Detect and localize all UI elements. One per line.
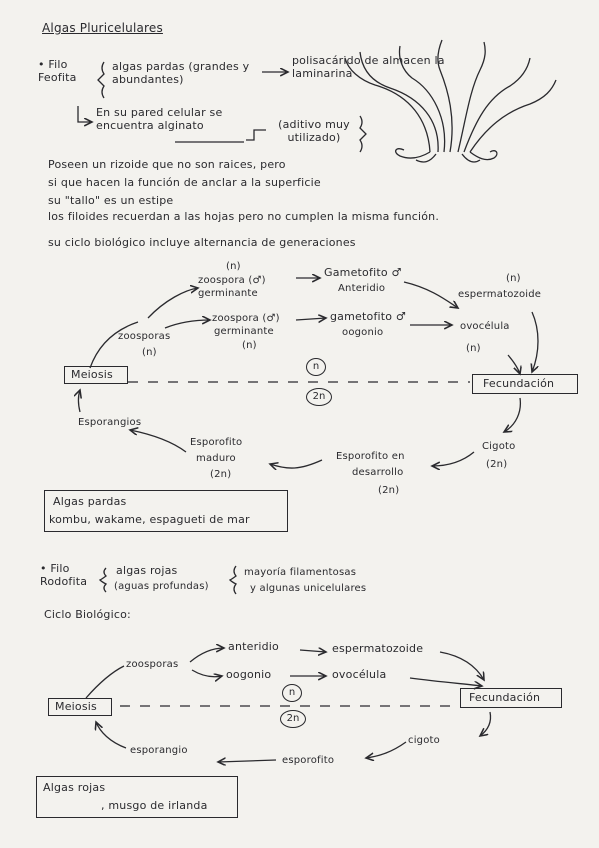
algas-rojas-text: algas rojas — [116, 564, 178, 577]
gametofito-f-line1: gametofito ♂ — [330, 310, 406, 323]
page-title: Algas Pluricelulares — [42, 21, 163, 35]
brace-aditivo-right — [359, 115, 367, 153]
meiosis-box: Meiosis — [64, 366, 128, 384]
estipe-text: su "tallo" es un estipe — [48, 194, 174, 207]
arrow-meiosis-zoosporas — [89, 321, 139, 369]
algas-pardas-box-title: Algas pardas — [53, 495, 127, 508]
brace-feofita — [97, 61, 105, 99]
arrow-meiosis-zoosporas-2 — [85, 665, 125, 699]
arrow-zoospora-gametofito-f — [295, 318, 326, 320]
zoospora-f-line1: zoospora (♂) — [212, 313, 280, 324]
algas-rojas-box-title: Algas rojas — [43, 781, 106, 794]
fecundacion-label: Fecundación — [483, 377, 555, 390]
ciclo-intro-text: su ciclo biológico incluye alternancia d… — [48, 236, 356, 249]
arrow-ovocelula-fecundacion — [507, 354, 520, 374]
cigoto-n: (2n) — [486, 459, 508, 470]
arrow-cigoto-esporofito — [432, 451, 475, 466]
arrow-fecundacion-cigoto — [504, 397, 522, 432]
cigoto-label: Cigoto — [482, 441, 516, 452]
ovocelula-label-2: ovocélula — [332, 668, 387, 681]
arrow-esporangio-meiosis — [96, 722, 127, 749]
arrow-esporofito-esporangio — [218, 760, 277, 762]
zoosporas-n: (n) — [142, 347, 157, 358]
arrow-zoosporas-oogonio — [191, 669, 222, 677]
esporofito-desarrollo-line1: Esporofito en — [336, 451, 405, 462]
fecundacion-box: Fecundación — [472, 374, 578, 394]
diploid-marker: 2n — [306, 388, 332, 406]
cigoto-label-2: cigoto — [408, 735, 440, 746]
zoosporas-label: zoosporas — [118, 331, 171, 342]
polisacarido-text: polisacárido de almacen la laminarina — [292, 54, 445, 80]
filamentosas-text: mayoría filamentosas — [244, 567, 357, 578]
unicelulares-text: y algunas unicelulares — [250, 583, 367, 594]
ovocelula-label: ovocélula — [460, 321, 510, 332]
zoosporas-label-2: zoosporas — [126, 659, 179, 670]
zoospora-m-line1: zoospora (♂) — [198, 275, 266, 286]
arrow-espermato-fecundacion-2 — [439, 651, 484, 680]
esporangio-label: esporangio — [130, 745, 188, 756]
ciclo-biologico-title: Ciclo Biológico: — [44, 608, 131, 621]
zoospora-m-line2: germinante — [198, 288, 258, 299]
espermatozoide-label-2: espermatozoide — [332, 642, 424, 655]
arrow-cigoto-esporofito-2 — [366, 741, 407, 758]
filoides-text: los filoides recuerdan a las hojas pero … — [48, 210, 440, 223]
anteridio-label: anteridio — [228, 640, 279, 653]
gametofito-m-line1: Gametofito ♂ — [324, 266, 402, 279]
esporofito-label-2: esporofito — [282, 755, 335, 766]
meiosis-label-2: Meiosis — [55, 700, 97, 713]
brace-morfologia — [228, 565, 238, 595]
espermatozoide-n: (n) — [506, 273, 521, 284]
esporofito-desarrollo-n: (2n) — [378, 485, 400, 496]
meiosis-box-2: Meiosis — [48, 698, 112, 716]
gametofito-f-line2: oogonio — [342, 327, 384, 338]
arrow-maduro-esporangios — [130, 430, 187, 453]
esporofito-maduro-n: (2n) — [210, 469, 232, 480]
meiosis-label: Meiosis — [71, 368, 113, 381]
zoospora-m-n: (n) — [226, 261, 241, 272]
zoospora-f-line2: germinante — [214, 326, 274, 337]
arrow-fecundacion-cigoto-2 — [480, 711, 492, 736]
arrow-esporangios-meiosis — [79, 390, 81, 413]
ovocelula-n: (n) — [466, 343, 481, 354]
bracket-alginato — [77, 106, 92, 122]
anclar-text: si que hacen la función de anclar a la s… — [48, 176, 321, 189]
filo-feofita-label: • Filo Feofita — [38, 58, 77, 84]
haploid-marker: n — [306, 358, 326, 376]
arrow-ovocelula-fecundacion-2 — [409, 677, 482, 686]
fecundacion-box-2: Fecundación — [460, 688, 562, 708]
arrow-anteridio-espermato — [299, 650, 326, 652]
rizoide-text: Poseen un rizoide que no son raices, per… — [48, 158, 286, 171]
haploid-marker-2: n — [282, 684, 302, 702]
pared-celular-text: En su pared celular se encuentra alginat… — [96, 106, 223, 132]
arrow-zoosporas-anteridio — [189, 648, 224, 663]
esporofito-maduro-line2: maduro — [196, 453, 236, 464]
aditivo-text: (aditivo muy utilizado) — [278, 118, 350, 144]
algas-rojas-examples: , musgo de irlanda — [101, 799, 208, 812]
arrow-gametofito-espermato — [403, 281, 458, 308]
oogonio-label: oogonio — [226, 668, 272, 681]
arrow-esporofito-maduro — [270, 459, 323, 468]
arrow-zoosporas-up — [147, 288, 198, 319]
algas-pardas-text: algas pardas (grandes y abundantes) — [112, 60, 250, 86]
fecundacion-label-2: Fecundación — [469, 691, 541, 704]
arrow-zoosporas-down — [164, 320, 210, 329]
esporangios-label: Esporangios — [78, 417, 142, 428]
zoospora-f-n: (n) — [242, 340, 257, 351]
esporofito-maduro-line1: Esporofito — [190, 437, 243, 448]
algas-pardas-examples: kombu, wakame, espagueti de mar — [49, 513, 250, 526]
diploid-marker-2: 2n — [280, 710, 306, 728]
algas-rojas-box: Algas rojas , musgo de irlanda — [36, 776, 238, 818]
espermatozoide-label: espermatozoide — [458, 289, 542, 300]
aguas-profundas-text: (aguas profundas) — [114, 581, 209, 592]
filo-rodofita-label: • Filo Rodofita — [40, 562, 88, 588]
esporofito-desarrollo-line2: desarrollo — [352, 467, 404, 478]
gametofito-m-line2: Anteridio — [338, 283, 386, 294]
algas-pardas-box: Algas pardas kombu, wakame, espagueti de… — [44, 490, 288, 532]
arrow-espermato-fecundacion — [532, 311, 539, 372]
